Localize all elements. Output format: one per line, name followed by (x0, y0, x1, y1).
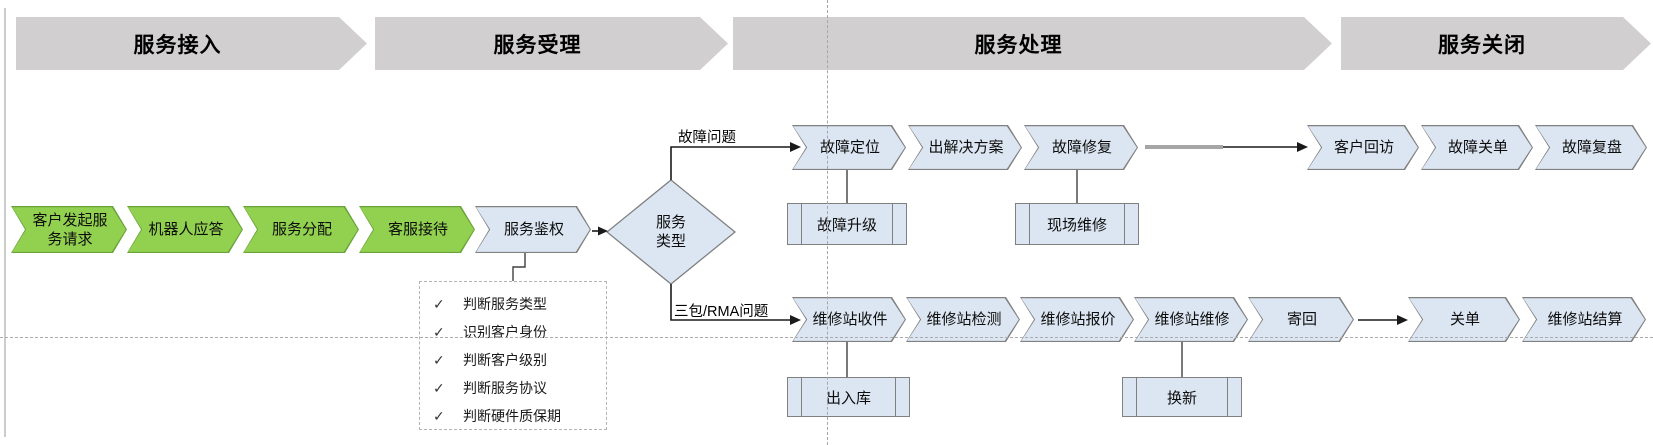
phase-banner-processing: 服务处理 (733, 17, 1332, 70)
substep-replacement: 换新 (1122, 377, 1242, 417)
step-customer-visit: 客户回访 (1307, 125, 1419, 170)
step-station-receive: 维修站收件 (792, 297, 906, 342)
step-send-back: 寄回 (1248, 297, 1354, 342)
note-item-text: 识别客户身份 (463, 324, 547, 340)
step-label: 服务鉴权 (503, 221, 564, 238)
step-label: 出解决方案 (928, 139, 1004, 156)
phase-banner-label: 服务关闭 (1438, 33, 1526, 57)
step-label: 维修站结算 (1547, 311, 1623, 328)
note-item-text: 判断硬件质保期 (463, 408, 561, 424)
step-label: 故障关单 (1447, 139, 1508, 156)
note-item-text: 判断服务类型 (463, 296, 547, 312)
step-label: 维修站收件 (812, 311, 888, 328)
step-label: 客服接待 (387, 221, 448, 238)
check-icon: ✓ (433, 351, 445, 368)
substep-label: 换新 (1166, 389, 1197, 407)
note-item: ✓ 识别客户身份 (420, 318, 606, 346)
step-close-order: 关单 (1408, 297, 1520, 342)
substep-label: 故障升级 (816, 216, 877, 234)
phase-banner-acceptance: 服务受理 (375, 17, 728, 70)
step-label: 关单 (1449, 311, 1480, 328)
check-icon: ✓ (433, 295, 445, 312)
canvas-edge-line (4, 8, 6, 437)
step-fault-review: 故障复盘 (1535, 125, 1647, 170)
label-rma-condition: 三包/RMA问题 (674, 304, 769, 320)
substep-inventory: 出入库 (787, 377, 910, 417)
step-label: 寄回 (1286, 311, 1317, 328)
step-fault-repair: 故障修复 (1024, 125, 1138, 170)
step-station-settlement: 维修站结算 (1522, 297, 1646, 342)
decision-label: 服务类型 (655, 214, 686, 250)
label-fault-condition: 故障问题 (678, 130, 736, 146)
phase-banner-label: 服务处理 (974, 33, 1063, 57)
step-label: 故障复盘 (1561, 139, 1622, 156)
step-fault-locate: 故障定位 (792, 125, 906, 170)
substep-onsite-repair: 现场维修 (1015, 203, 1139, 245)
check-icon: ✓ (433, 407, 445, 424)
step-solution: 出解决方案 (908, 125, 1022, 170)
step-service-auth: 服务鉴权 (475, 206, 591, 253)
step-fault-close-order: 故障关单 (1421, 125, 1533, 170)
note-item: ✓ 判断服务类型 (420, 290, 606, 318)
decision-service-type: 服务类型 (605, 179, 737, 285)
phase-banner-label: 服务受理 (493, 33, 582, 57)
note-item: ✓ 判断客户级别 (420, 346, 606, 374)
step-label: 维修站维修 (1154, 311, 1230, 328)
note-item-text: 判断服务协议 (463, 380, 547, 396)
substep-fault-escalation: 故障升级 (787, 203, 907, 245)
guide-horizontal-dotted (0, 337, 1653, 338)
step-station-inspect: 维修站检测 (906, 297, 1020, 342)
phase-banner-access: 服务接入 (16, 17, 367, 70)
check-icon: ✓ (433, 379, 445, 396)
note-item: ✓ 判断硬件质保期 (420, 402, 606, 430)
step-service-dispatch: 服务分配 (243, 206, 359, 253)
step-label: 服务分配 (271, 221, 332, 238)
step-label: 故障定位 (819, 139, 880, 156)
substep-label: 现场维修 (1046, 216, 1107, 234)
step-bot-response: 机器人应答 (127, 206, 243, 253)
step-station-repair: 维修站维修 (1134, 297, 1248, 342)
phase-banner-closing: 服务关闭 (1341, 17, 1651, 70)
note-item: ✓ 判断服务协议 (420, 374, 606, 402)
step-label: 维修站检测 (926, 311, 1002, 328)
step-label: 机器人应答 (148, 221, 224, 238)
step-label: 维修站报价 (1040, 311, 1116, 328)
note-item-text: 判断客户级别 (463, 352, 547, 368)
step-label: 客户回访 (1333, 139, 1394, 156)
step-customer-request: 客户发起服务请求 (11, 206, 127, 253)
auth-checklist-box: ✓ 判断服务类型 ✓ 识别客户身份 ✓ 判断客户级别 ✓ 判断服务协议 ✓ 判断… (419, 281, 607, 430)
step-label: 客户发起服务请求 (32, 211, 108, 248)
step-station-quote: 维修站报价 (1020, 297, 1134, 342)
step-label: 故障修复 (1051, 139, 1112, 156)
step-agent-reception: 客服接待 (359, 206, 475, 253)
guide-vertical-dashed (827, 0, 828, 445)
substep-label: 出入库 (825, 389, 871, 407)
check-icon: ✓ (433, 323, 445, 340)
phase-banner-label: 服务接入 (133, 33, 222, 57)
